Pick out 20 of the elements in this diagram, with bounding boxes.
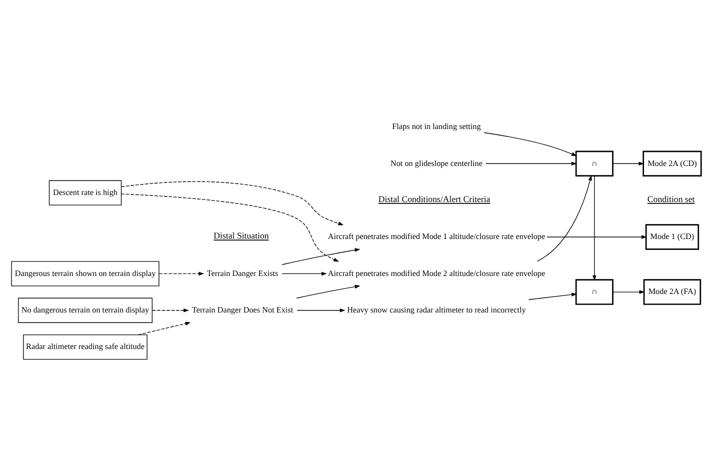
label: Distal Situation	[214, 230, 269, 240]
arrow	[282, 248, 360, 264]
arrow	[546, 234, 647, 238]
arrow	[120, 193, 340, 262]
arrow	[296, 284, 360, 298]
arrow	[484, 132, 577, 156]
arrow	[528, 292, 578, 300]
arrow	[536, 174, 592, 262]
arrow	[612, 161, 644, 166]
arrow	[486, 161, 577, 166]
arrow	[592, 175, 596, 280]
label: Distal Conditions/Alert Criteria	[378, 193, 490, 204]
arrow	[120, 180, 344, 225]
arrow	[138, 321, 191, 335]
arrow	[296, 308, 346, 312]
label: Condition set	[647, 193, 695, 204]
arrow	[612, 290, 645, 294]
arrow	[158, 271, 204, 276]
arrow	[282, 271, 327, 276]
arrow	[152, 308, 190, 312]
